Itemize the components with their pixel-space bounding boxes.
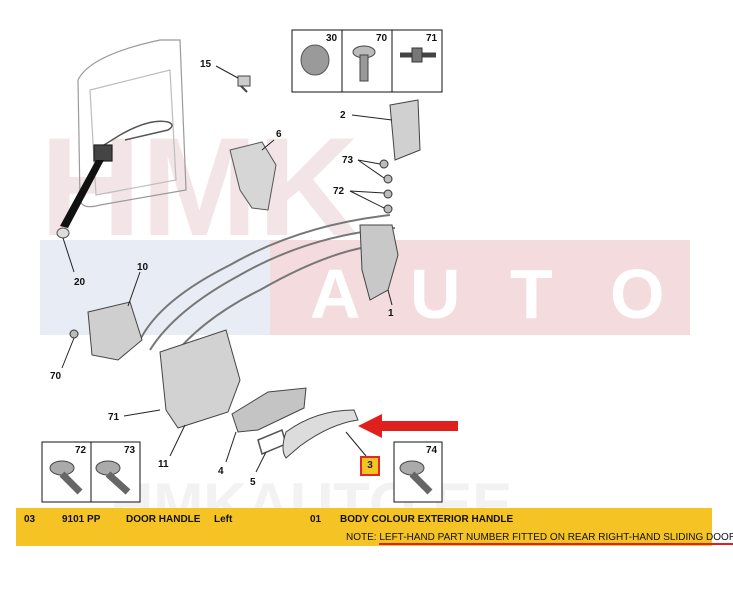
latch-10-shape bbox=[87, 301, 143, 361]
callout-20: 20 bbox=[74, 277, 86, 288]
screw-74-shank bbox=[409, 471, 433, 495]
callout-4: 4 bbox=[218, 466, 224, 477]
watermark-letter-o: O bbox=[610, 255, 664, 333]
hardware-box-right: 74 bbox=[393, 441, 443, 503]
callout-70: 70 bbox=[50, 371, 62, 382]
cover-6-shape bbox=[229, 141, 277, 211]
bolt-72a-shape bbox=[383, 189, 393, 199]
leader-70 bbox=[61, 337, 75, 369]
door-illustration bbox=[77, 39, 187, 208]
hardware-box-top: 30 70 71 bbox=[291, 29, 443, 93]
leader-73b bbox=[357, 159, 385, 179]
callout-5: 5 bbox=[250, 477, 256, 488]
watermark-letter-t: T bbox=[510, 255, 553, 333]
red-arrow bbox=[358, 414, 458, 438]
callout-73: 73 bbox=[342, 155, 354, 166]
callout-72: 72 bbox=[333, 186, 345, 197]
callout-15: 15 bbox=[200, 59, 212, 70]
part-description: BODY COLOUR EXTERIOR HANDLE bbox=[340, 514, 514, 525]
part-name: DOOR HANDLE bbox=[126, 514, 201, 525]
watermark-letter-u: U bbox=[410, 255, 461, 333]
leader-71 bbox=[123, 409, 161, 417]
part-side: Left bbox=[214, 514, 233, 525]
note-label: NOTE: bbox=[346, 532, 377, 543]
reference-marker-3: 3 bbox=[360, 456, 380, 476]
leader-15 bbox=[215, 65, 239, 79]
box-label-72: 72 bbox=[75, 445, 87, 456]
bolt-72b-shape bbox=[383, 204, 393, 214]
part-note: NOTE: LEFT-HAND PART NUMBER FITTED ON RE… bbox=[346, 532, 733, 545]
box-label-71: 71 bbox=[426, 33, 438, 44]
part-number: 9101 PP bbox=[62, 514, 101, 525]
leader-2 bbox=[351, 114, 393, 121]
watermark-red-block bbox=[270, 240, 690, 335]
leader-5 bbox=[255, 451, 267, 473]
panel-11-shape bbox=[159, 329, 241, 429]
note-text: LEFT-HAND PART NUMBER FITTED ON REAR RIG… bbox=[379, 532, 733, 545]
grommet-20-shape bbox=[56, 227, 70, 239]
hardware-box-left: 72 73 bbox=[41, 441, 141, 503]
callout-1: 1 bbox=[388, 308, 394, 319]
cap-30-shape bbox=[300, 44, 330, 76]
part-position: 03 bbox=[24, 514, 36, 525]
leader-10 bbox=[127, 271, 141, 307]
clip-15-shape bbox=[237, 75, 251, 93]
leader-3 bbox=[345, 431, 367, 457]
callout-2: 2 bbox=[340, 110, 346, 121]
bolt-70-shape bbox=[69, 329, 79, 339]
screw-72-head bbox=[49, 460, 75, 476]
handle-3-shape bbox=[282, 409, 359, 459]
screw-70-shank bbox=[359, 54, 369, 82]
leader-6 bbox=[261, 139, 275, 151]
part-info-row: 03 9101 PP DOOR HANDLE Left 01 BODY COLO… bbox=[16, 508, 733, 546]
screw-73-head bbox=[95, 460, 121, 476]
callout-71: 71 bbox=[108, 412, 120, 423]
cables bbox=[139, 214, 396, 361]
leader-11 bbox=[169, 424, 186, 457]
callout-11: 11 bbox=[158, 459, 169, 470]
box-label-73: 73 bbox=[124, 445, 136, 456]
box-label-30: 30 bbox=[326, 33, 338, 44]
leader-72b bbox=[349, 190, 385, 209]
watermark-brand: HMK bbox=[40, 108, 359, 265]
bracket-2-shape bbox=[389, 99, 421, 161]
leader-wedge bbox=[60, 160, 104, 228]
bolt-73b-shape bbox=[383, 174, 393, 184]
callout-6: 6 bbox=[276, 129, 282, 140]
leader-4 bbox=[225, 431, 237, 463]
watermark-letter-a: A bbox=[310, 255, 361, 333]
part-quantity: 01 bbox=[310, 514, 322, 525]
screw-74-head bbox=[399, 460, 425, 476]
box-label-70: 70 bbox=[376, 33, 388, 44]
leader-20 bbox=[62, 237, 75, 273]
leader-72 bbox=[349, 190, 385, 194]
screw-72-shank bbox=[59, 471, 83, 495]
callout-10: 10 bbox=[137, 262, 149, 273]
bolt-71-collar bbox=[411, 47, 423, 63]
leader-73 bbox=[357, 159, 381, 165]
leader-1 bbox=[387, 289, 393, 306]
box-label-74: 74 bbox=[426, 445, 438, 456]
carrier-4-shape bbox=[231, 387, 307, 433]
screw-73-shank bbox=[105, 471, 131, 495]
bolt-73a-shape bbox=[379, 159, 389, 169]
gasket-5-shape bbox=[257, 428, 287, 456]
